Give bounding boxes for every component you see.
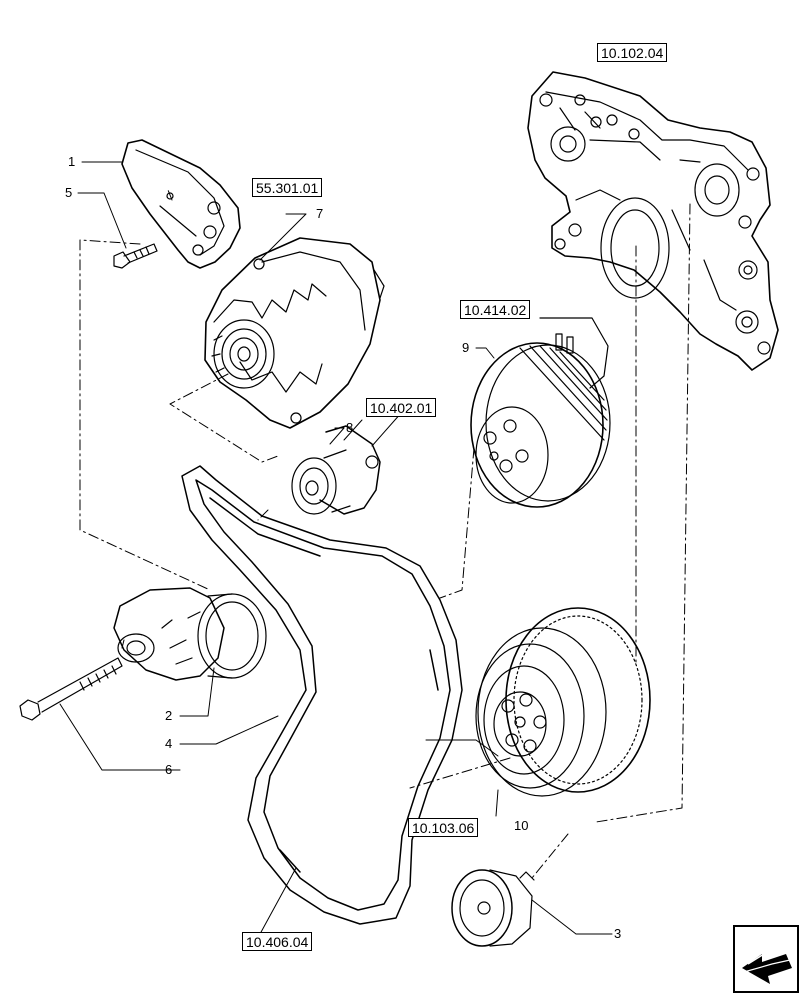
long-bolt-part xyxy=(19,657,123,721)
callout-3: 3 xyxy=(614,926,622,941)
ref-box-10-102-04[interactable]: 10.102.04 xyxy=(597,43,668,62)
callout-10: 10 xyxy=(514,818,529,833)
ref-box-55-301-01[interactable]: 55.301.01 xyxy=(252,178,323,197)
callout-1: 1 xyxy=(68,154,76,169)
small-idler-part xyxy=(451,869,535,947)
callout-9: 9 xyxy=(462,340,470,355)
leader-lines xyxy=(59,161,613,935)
callout-2: 2 xyxy=(165,708,173,723)
alternator-part xyxy=(204,237,385,429)
callout-7: 7 xyxy=(316,206,324,221)
callout-6: 6 xyxy=(165,762,173,777)
ref-box-10-103-06[interactable]: 10.103.06 xyxy=(408,818,479,837)
callout-4: 4 xyxy=(165,736,173,751)
idler-pulley-part xyxy=(291,425,381,515)
ref-box-10-402-01[interactable]: 10.402.01 xyxy=(366,398,437,417)
assembly-lines xyxy=(79,189,691,879)
crank-pulley-part xyxy=(475,607,651,797)
ref-box-10-406-04[interactable]: 10.406.04 xyxy=(242,932,313,951)
callout-5: 5 xyxy=(65,185,73,200)
front-cover-part xyxy=(527,71,779,371)
next-page-arrow-icon[interactable] xyxy=(732,924,800,994)
ref-box-10-414-02[interactable]: 10.414.02 xyxy=(460,300,531,319)
water-pump-part xyxy=(470,317,611,508)
bracket-part xyxy=(121,139,241,269)
belt-tensioner-part xyxy=(113,587,267,681)
bolt-part xyxy=(113,243,158,269)
callout-8: 8 xyxy=(346,420,354,435)
drive-belt-part xyxy=(181,465,463,925)
